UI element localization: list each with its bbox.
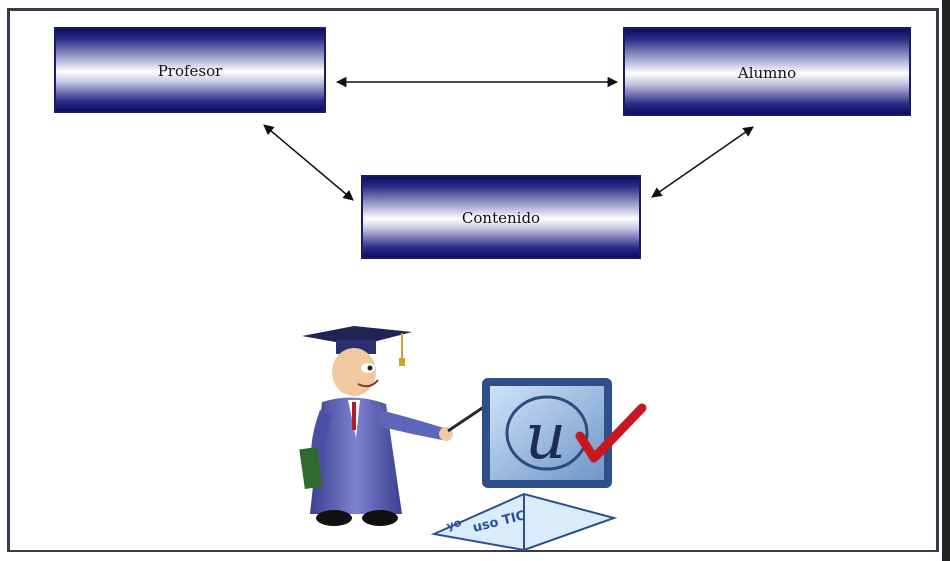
book-text-small: yo — [445, 516, 463, 533]
alumno-node: Alumno — [623, 27, 911, 116]
profesor-node: Profesor — [54, 27, 326, 113]
profesor-label: Profesor — [157, 62, 223, 80]
window-edge — [942, 0, 950, 561]
teacher-illustration: u yo uso TIC — [299, 326, 647, 552]
open-book: yo uso TIC — [430, 492, 618, 552]
alumno-label: Alumno — [737, 63, 797, 82]
edge-alumno-contenido — [651, 126, 754, 198]
logo-letter: u — [525, 400, 566, 474]
diagram-frame — [7, 8, 939, 552]
computer-monitor: u — [482, 378, 647, 488]
contenido-label: Contenido — [461, 209, 541, 227]
check-mark-icon — [575, 403, 647, 463]
contenido-node: Contenido — [361, 175, 641, 259]
edge-profesor-contenido — [263, 124, 354, 201]
graduate-figure — [299, 326, 525, 526]
